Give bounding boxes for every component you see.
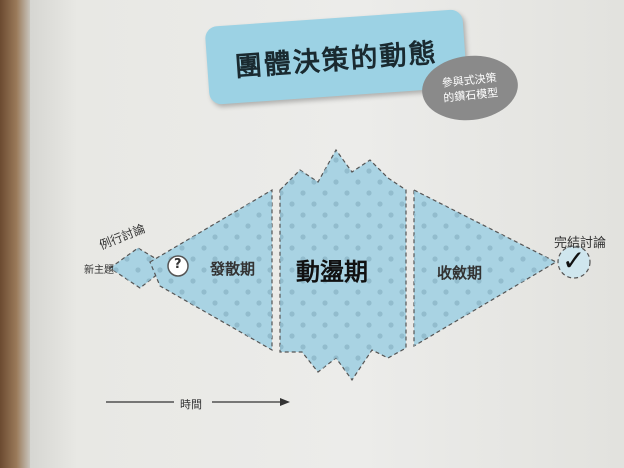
book-spine (0, 0, 30, 468)
groan-zone-label: 動盪期 (296, 258, 368, 286)
time-label: 時間 (180, 398, 202, 411)
closing-circle (557, 245, 591, 279)
question-circle (167, 255, 189, 277)
convergent-label: 收斂期 (437, 264, 483, 282)
arrow-head-icon (280, 398, 290, 406)
divergent-label: 發散期 (210, 260, 256, 278)
new-topic-label: 新主題 (84, 265, 114, 276)
question-mark-icon: ? (174, 257, 182, 272)
check-mark-icon: ✓ (562, 244, 586, 277)
closing-decision-label: 完結討論 (554, 236, 607, 251)
